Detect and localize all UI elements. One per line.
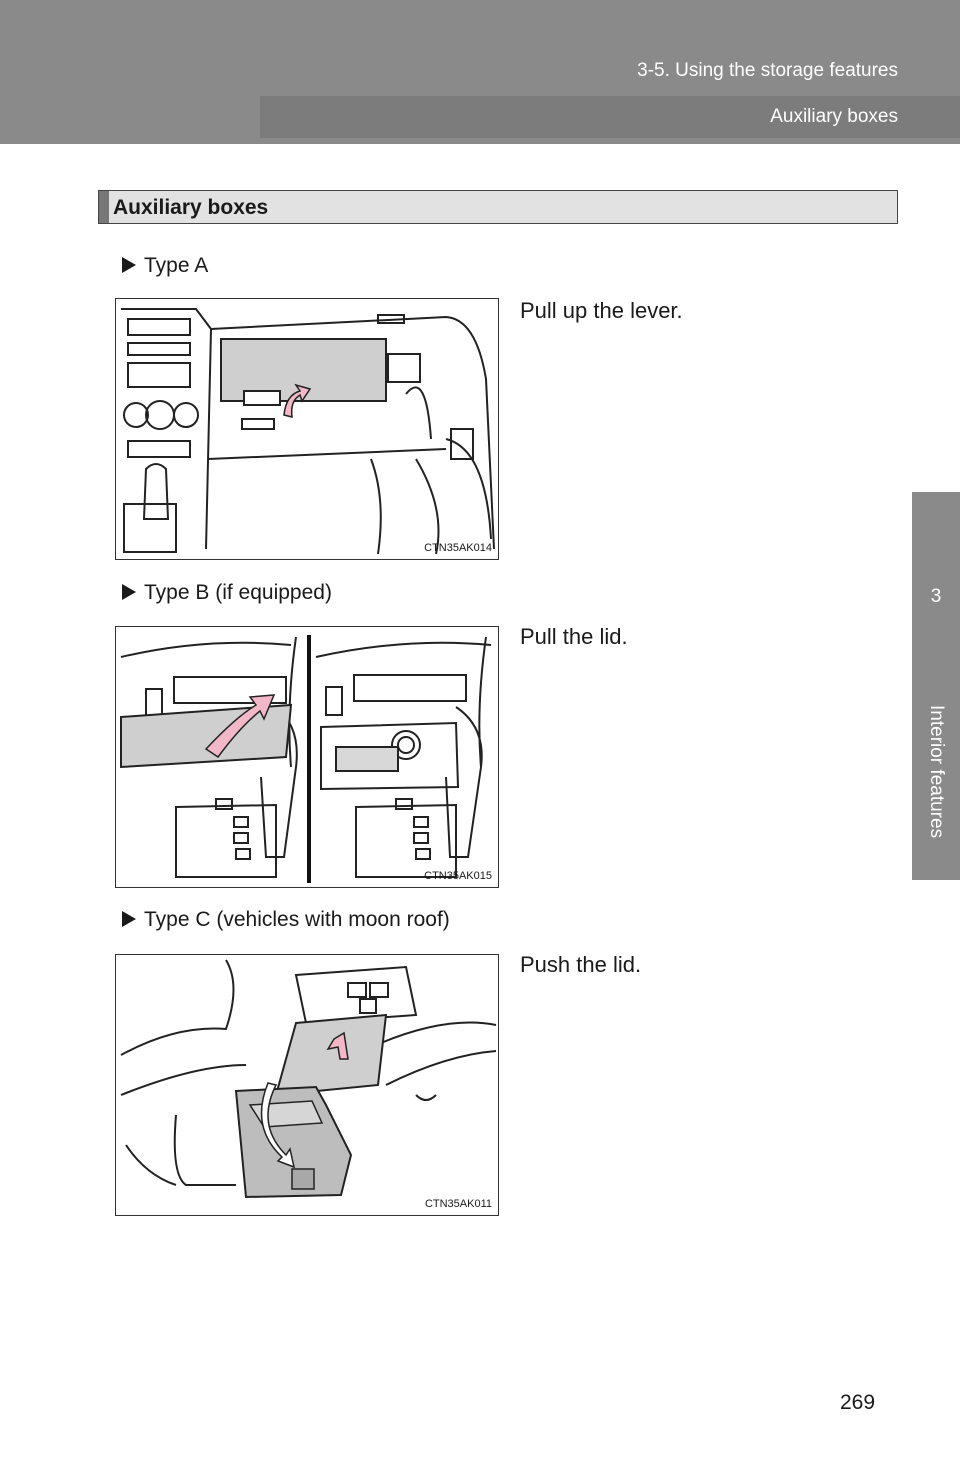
figure-code: CTN35AK011 <box>424 1198 492 1210</box>
item-label: Type C (vehicles with moon roof) <box>144 908 450 931</box>
item-label: Type A <box>144 254 209 277</box>
item-heading-type-b: Type B (if equipped) <box>122 581 332 605</box>
section-title: Auxiliary boxes <box>113 196 269 219</box>
instruction-type-b: Pull the lid. <box>520 624 628 649</box>
triangle-bullet-icon <box>122 911 136 927</box>
overhead-box-illustration <box>120 959 497 1199</box>
side-tab-chapter-name: Interior features <box>926 705 947 839</box>
glove-box-lever-illustration <box>121 308 495 555</box>
figure-code: CTN35AK015 <box>424 870 492 882</box>
figure-code: CTN35AK014 <box>424 542 492 554</box>
instruction-type-a: Pull up the lever. <box>520 298 683 323</box>
triangle-bullet-icon <box>122 584 136 600</box>
item-label: Type B (if equipped) <box>144 581 332 604</box>
item-heading-type-a: Type A <box>122 254 208 278</box>
item-heading-type-c: Type C (vehicles with moon roof) <box>122 908 450 932</box>
page-number: 269 <box>840 1391 876 1414</box>
figure-type-c: CTN35AK011 <box>115 954 499 1216</box>
figure-type-b: CTN35AK015 <box>115 626 499 888</box>
header-title-band <box>260 96 960 138</box>
section-heading-bar <box>99 191 109 223</box>
triangle-bullet-icon <box>122 257 136 273</box>
side-tab-chapter-block <box>912 492 960 880</box>
header-page-title: Auxiliary boxes <box>770 106 898 127</box>
side-tab-chapter-number: 3 <box>930 586 942 607</box>
figure-type-a: CTN35AK014 <box>115 298 499 560</box>
console-lid-illustration <box>120 635 492 883</box>
instruction-type-c: Push the lid. <box>520 952 642 977</box>
section-heading: Auxiliary boxes <box>98 190 898 224</box>
header-chapter-section: 3-5. Using the storage features <box>637 60 898 81</box>
page-header: 3-5. Using the storage features Auxiliar… <box>0 0 960 144</box>
